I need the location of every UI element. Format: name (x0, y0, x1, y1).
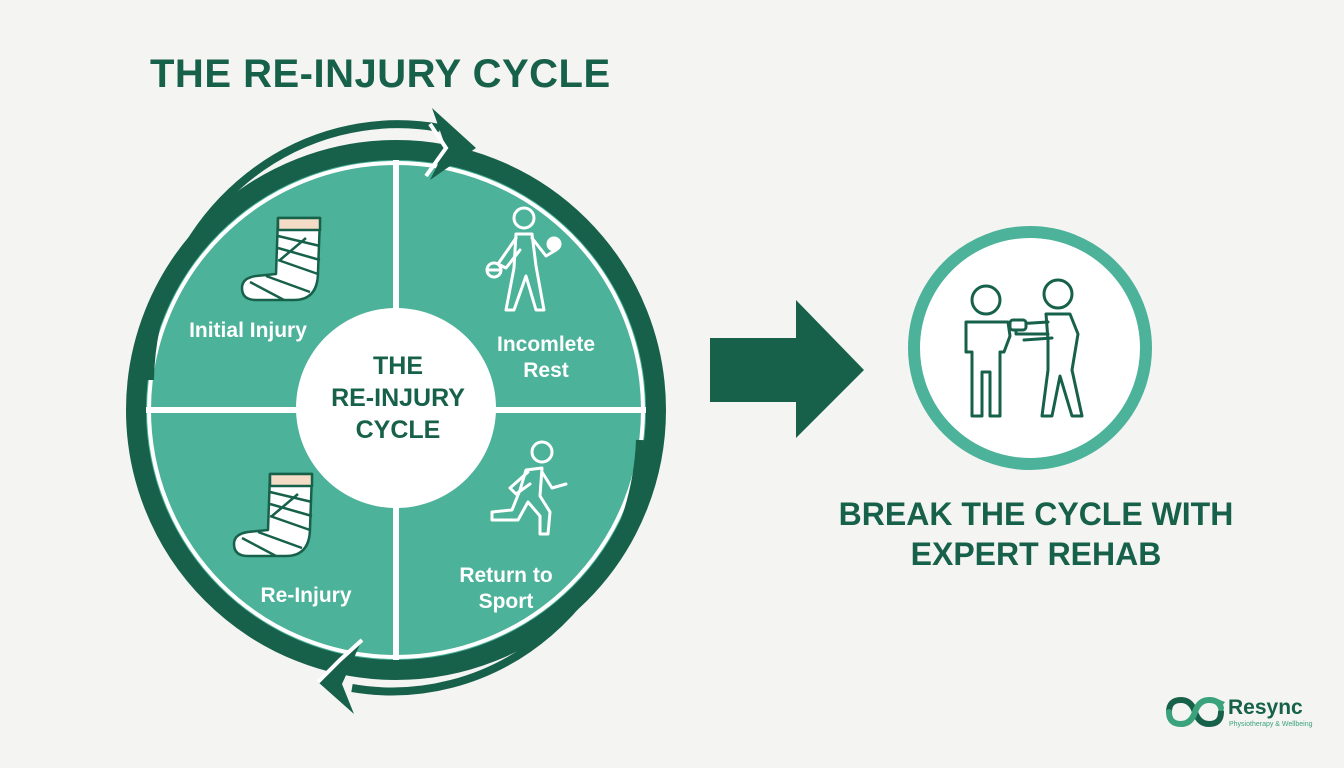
cycle-center-label: THE RE-INJURY CYCLE (331, 352, 465, 444)
brand-name: Resync (1228, 696, 1303, 719)
cycle-arrow-bottom-icon (316, 439, 644, 714)
infinity-arrow-logo-icon (1166, 696, 1225, 728)
running-person-icon (490, 440, 568, 536)
cycle-arrow-top-icon (146, 108, 476, 381)
cta-circle (908, 226, 1152, 470)
brand-tagline: Physiotherapy & Wellbeing (1229, 721, 1313, 728)
stage-return-to-sport-label: Return to Sport (459, 564, 553, 613)
cycle-outer-ring (126, 140, 666, 680)
stage-initial-injury-label: Initial Injury (189, 319, 307, 342)
physio-helping-patient-icon (964, 278, 1084, 418)
bandaged-foot-icon (232, 472, 314, 558)
cycle-center-circle (296, 308, 496, 508)
stage-incomplete-rest-label: Incomlete Rest (496, 333, 596, 382)
walking-person-icon (485, 206, 562, 312)
stage-re-injury-label: Re-Injury (260, 584, 352, 607)
right-arrow-icon (710, 300, 864, 438)
bandaged-foot-icon (240, 216, 322, 302)
cta-text: BREAK THE CYCLE WITH EXPERT REHAB (838, 496, 1234, 572)
page-title: THE RE-INJURY CYCLE (150, 52, 611, 96)
